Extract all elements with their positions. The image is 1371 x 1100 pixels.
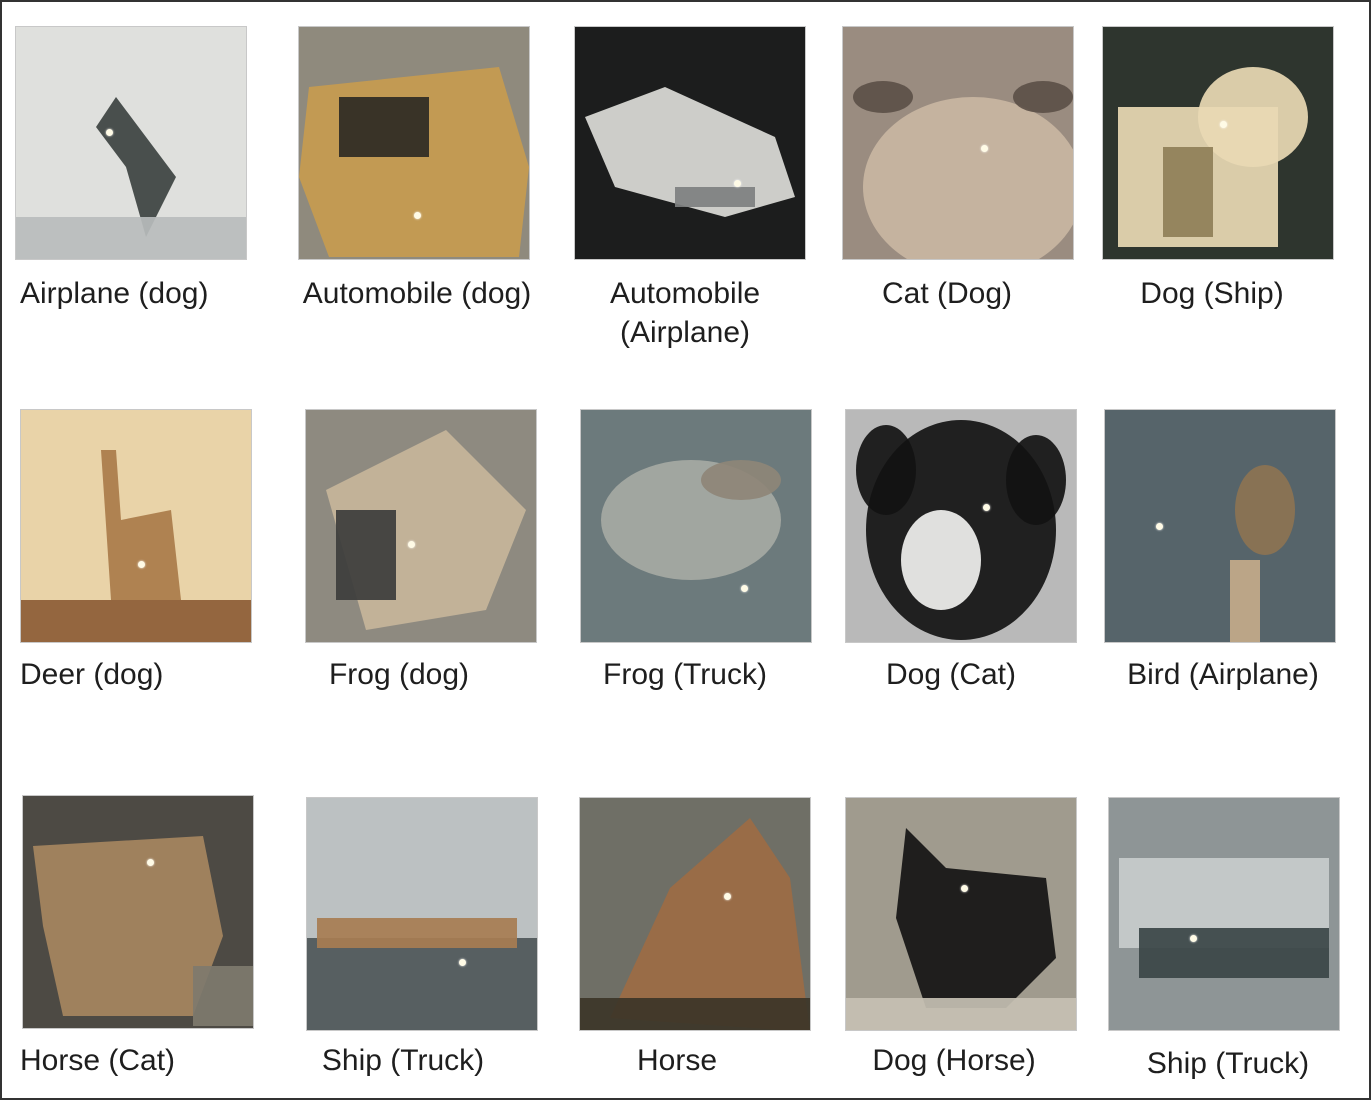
- caption-frog-truck: Frog (Truck): [603, 658, 767, 691]
- cat-image: [843, 27, 1073, 259]
- frog-gray-image: [581, 410, 811, 642]
- photo-region: [856, 425, 916, 515]
- photo-region: [21, 600, 251, 642]
- image-tile-horse: [22, 795, 254, 1029]
- image-tile-automobile: [298, 26, 530, 260]
- caption-horse: Horse: [636, 1044, 718, 1077]
- bird-image: [1105, 410, 1335, 642]
- photo-region: [585, 87, 795, 217]
- photo-region: [1006, 435, 1066, 525]
- caption-airplane: Airplane (dog): [20, 277, 209, 310]
- caption-deer: Deer (dog): [20, 658, 164, 691]
- perturbed-pixel-marker: [1220, 121, 1227, 128]
- photo-region: [1163, 147, 1213, 237]
- photo-region: [317, 918, 517, 948]
- caption-ship-truck: Ship (Truck): [321, 1044, 485, 1077]
- image-tile-ship-gray: [1108, 797, 1340, 1031]
- caption-bird: Bird (Airplane): [1127, 658, 1319, 691]
- caption-dog-cat: Dog (Cat): [885, 658, 1017, 691]
- horse-image: [23, 796, 253, 1028]
- frog-image: [306, 410, 536, 642]
- photo-region: [1235, 465, 1295, 555]
- ship-gray-image: [1109, 798, 1339, 1030]
- photo-region: [863, 97, 1073, 259]
- image-tile-ship: [306, 797, 538, 1031]
- image-tile-frog-gray: [580, 409, 812, 643]
- image-tile-cat: [842, 26, 1074, 260]
- horse-head-image: [580, 798, 810, 1030]
- photo-region: [96, 97, 176, 237]
- dog-bw-image: [846, 410, 1076, 642]
- perturbed-pixel-marker: [983, 504, 990, 511]
- image-tile-horse-head: [579, 797, 811, 1031]
- perturbed-pixel-marker: [734, 180, 741, 187]
- photo-region: [336, 510, 396, 600]
- automobile-bw-image: [575, 27, 805, 259]
- perturbed-pixel-marker: [138, 561, 145, 568]
- caption-dog-ship: Dog (Ship): [1140, 277, 1284, 310]
- image-tile-dog-bw: [845, 409, 1077, 643]
- image-tile-dog-black: [845, 797, 1077, 1031]
- photo-region: [193, 966, 253, 1026]
- dog-white-image: [1103, 27, 1333, 259]
- image-tile-dog-white: [1102, 26, 1334, 260]
- perturbed-pixel-marker: [147, 859, 154, 866]
- photo-region: [1013, 81, 1073, 113]
- deer-image: [21, 410, 251, 642]
- perturbed-pixel-marker: [106, 129, 113, 136]
- caption-horse-cat: Horse (Cat): [20, 1044, 176, 1077]
- airplane-image: [16, 27, 246, 259]
- caption-ship-truck-2: Ship (Truck): [1146, 1047, 1310, 1080]
- photo-region: [33, 836, 223, 1016]
- photo-region: [701, 460, 781, 500]
- photo-region: [1139, 928, 1329, 978]
- photo-region: [580, 998, 810, 1030]
- photo-region: [846, 998, 1076, 1030]
- photo-region: [339, 97, 429, 157]
- perturbed-pixel-marker: [459, 959, 466, 966]
- photo-region: [307, 798, 537, 928]
- photo-region: [896, 828, 1056, 1008]
- photo-region: [675, 187, 755, 207]
- image-tile-automobile-bw: [574, 26, 806, 260]
- perturbed-pixel-marker: [961, 885, 968, 892]
- photo-region: [901, 510, 981, 610]
- caption-automobile-airplane: Automobile (Airplane): [609, 277, 761, 349]
- photo-region: [307, 938, 537, 1030]
- caption-cat: Cat (Dog): [881, 277, 1013, 310]
- perturbed-pixel-marker: [741, 585, 748, 592]
- caption-dog-horse: Dog (Horse): [872, 1044, 1036, 1077]
- photo-region: [1105, 410, 1335, 642]
- perturbed-pixel-marker: [1156, 523, 1163, 530]
- perturbed-pixel-marker: [981, 145, 988, 152]
- photo-region: [299, 67, 529, 257]
- photo-region: [853, 81, 913, 113]
- image-tile-bird: [1104, 409, 1336, 643]
- image-tile-airplane: [15, 26, 247, 260]
- image-tile-frog: [305, 409, 537, 643]
- image-tile-deer: [20, 409, 252, 643]
- photo-region: [610, 818, 810, 1030]
- caption-automobile: Automobile (dog): [302, 277, 532, 310]
- caption-frog-dog: Frog (dog): [328, 658, 470, 691]
- dog-black-image: [846, 798, 1076, 1030]
- perturbed-pixel-marker: [414, 212, 421, 219]
- photo-region: [101, 450, 181, 600]
- photo-region: [16, 217, 246, 259]
- perturbed-pixel-marker: [1190, 935, 1197, 942]
- photo-region: [1230, 560, 1260, 642]
- automobile-image: [299, 27, 529, 259]
- perturbed-pixel-marker: [408, 541, 415, 548]
- perturbed-pixel-marker: [724, 893, 731, 900]
- ship-image: [307, 798, 537, 1030]
